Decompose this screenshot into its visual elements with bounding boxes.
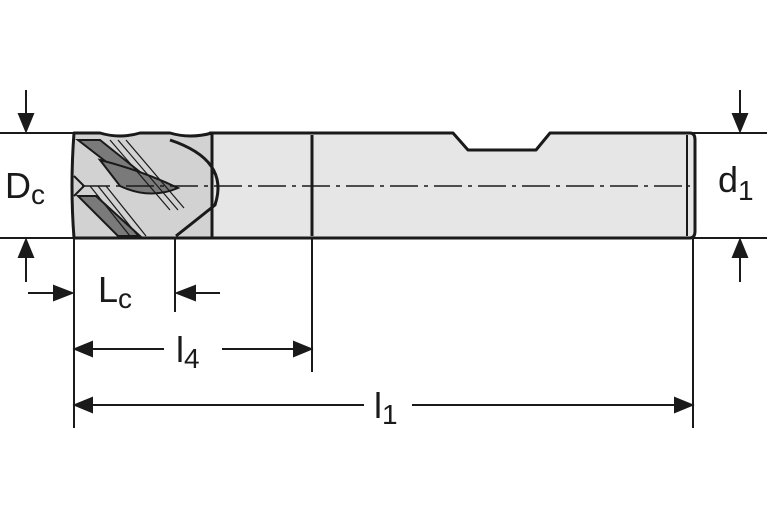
l4-arrow-left-head xyxy=(72,340,93,358)
lc-arrow-right-head xyxy=(174,284,196,302)
l1-label-sub: 1 xyxy=(382,399,398,430)
lc-arrow-left-head xyxy=(53,284,75,302)
d1-arrow-bottom-head xyxy=(731,237,749,258)
l1-dimension xyxy=(72,396,695,414)
l1-arrow-left-head xyxy=(72,396,93,414)
lc-label-sub: c xyxy=(118,283,132,314)
flute-lower xyxy=(75,195,143,237)
flute-center xyxy=(97,158,181,195)
hatch-line xyxy=(89,185,131,237)
l4-dimension xyxy=(72,340,314,358)
d1-arrow-top-head xyxy=(731,113,749,134)
d1-label-sub: 1 xyxy=(738,175,754,206)
l4-arrow-right-head xyxy=(293,340,314,358)
l4-label-sub: 4 xyxy=(184,343,200,374)
lc-label: Lc xyxy=(98,269,132,314)
hatch-line xyxy=(117,139,179,211)
dc-arrow-bottom-head xyxy=(17,237,35,258)
d1-label-main: d xyxy=(718,159,738,200)
dc-arrows xyxy=(17,90,35,282)
l4-label-main: l xyxy=(176,329,184,370)
lc-label-main: L xyxy=(98,269,118,310)
dc-label-main: D xyxy=(5,165,31,206)
hatch-line xyxy=(125,139,185,209)
d1-label: d1 xyxy=(718,159,754,206)
diameter-extension-lines xyxy=(0,132,767,239)
hatch-line xyxy=(109,139,171,211)
lc-dimension xyxy=(28,284,220,302)
flute-end-curve xyxy=(169,138,220,238)
l1-label-main: l xyxy=(374,385,382,426)
flutes xyxy=(75,139,181,237)
hatch-line xyxy=(105,185,147,237)
l1-arrow-right-head xyxy=(674,396,695,414)
l1-label: l1 xyxy=(374,385,398,430)
hatch-line xyxy=(97,185,139,237)
dc-arrow-top-head xyxy=(17,113,35,134)
d1-arrows xyxy=(731,90,749,282)
l4-label: l4 xyxy=(176,329,200,374)
dc-label: Dc xyxy=(5,165,45,210)
dc-label-sub: c xyxy=(31,179,45,210)
flute-hatching xyxy=(89,139,185,237)
